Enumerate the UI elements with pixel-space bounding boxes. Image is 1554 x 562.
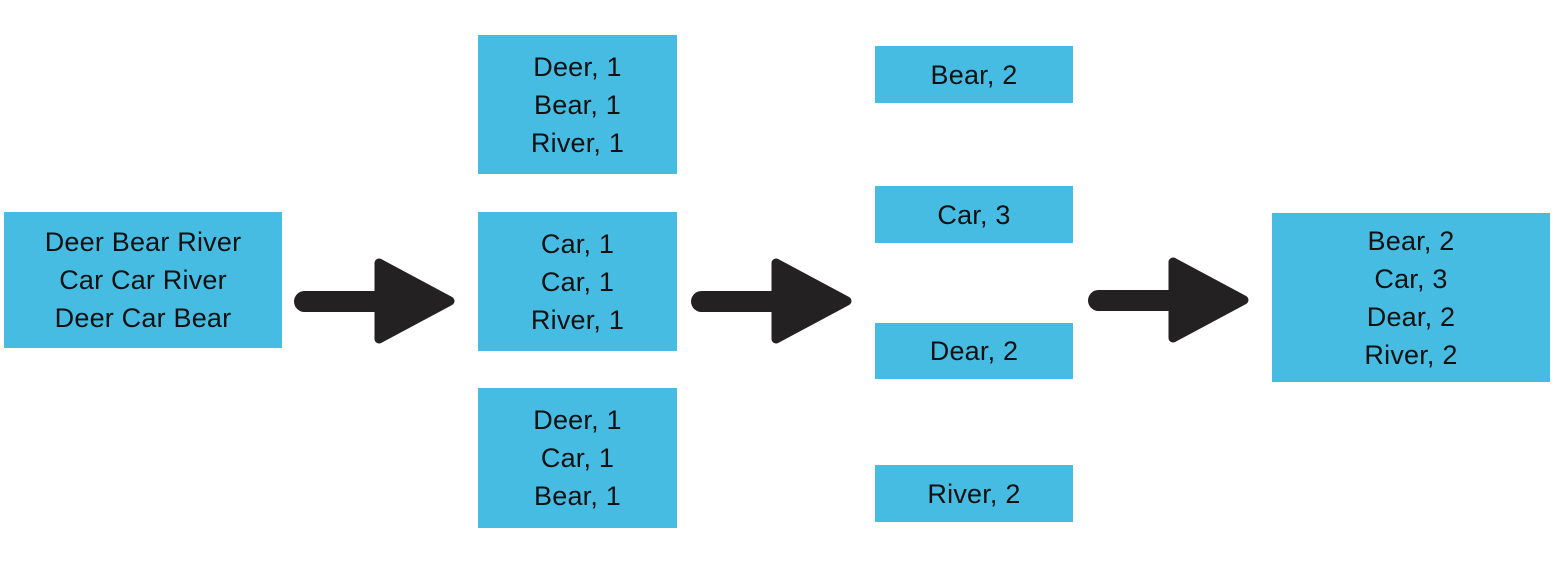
map-pair: Deer, 1 [533, 405, 622, 435]
output-pair: Bear, 2 [1367, 225, 1455, 256]
output-pair: River, 2 [1364, 339, 1458, 370]
map-pair: Bear, 1 [534, 89, 621, 120]
reduce-pair: River, 2 [927, 478, 1021, 509]
input-text-box: Deer Bear River Car Car River Deer Car B… [4, 212, 282, 348]
map-pair: Car, 1 [540, 266, 615, 297]
map-box-1: Deer, 1 Bear, 1 River, 1 [478, 35, 677, 174]
reduce-pair: Car, 3 [937, 199, 1011, 230]
reduce-box-river: River, 2 [875, 465, 1073, 522]
map-pair: River, 1 [530, 127, 625, 158]
reduce-box-bear: Bear, 2 [875, 46, 1073, 103]
map-pair: Deer, 1 [533, 51, 622, 82]
map-pair: Bear, 1 [534, 481, 621, 511]
map-box-3: Deer, 1 Car, 1 Bear, 1 [478, 388, 677, 528]
output-pair: Car, 3 [1374, 263, 1448, 294]
arrow-right-icon [294, 258, 455, 344]
reduce-pair: Dear, 2 [929, 336, 1019, 366]
input-line: Deer Bear River [44, 227, 242, 257]
output-result-box: Bear, 2 Car, 3 Dear, 2 River, 2 [1272, 213, 1550, 382]
map-box-2: Car, 1 Car, 1 River, 1 [478, 212, 677, 351]
input-line: Deer Car Bear [54, 303, 232, 333]
map-pair: Car, 1 [540, 228, 615, 259]
output-pair: Dear, 2 [1366, 301, 1456, 332]
arrow-right-icon [691, 258, 852, 344]
reduce-box-dear: Dear, 2 [875, 323, 1073, 379]
arrow-right-icon [1088, 257, 1249, 343]
input-line: Car Car River [59, 265, 227, 295]
reduce-pair: Bear, 2 [930, 59, 1018, 90]
reduce-box-car: Car, 3 [875, 186, 1073, 243]
map-pair: River, 1 [530, 304, 625, 335]
map-pair: Car, 1 [540, 443, 615, 473]
